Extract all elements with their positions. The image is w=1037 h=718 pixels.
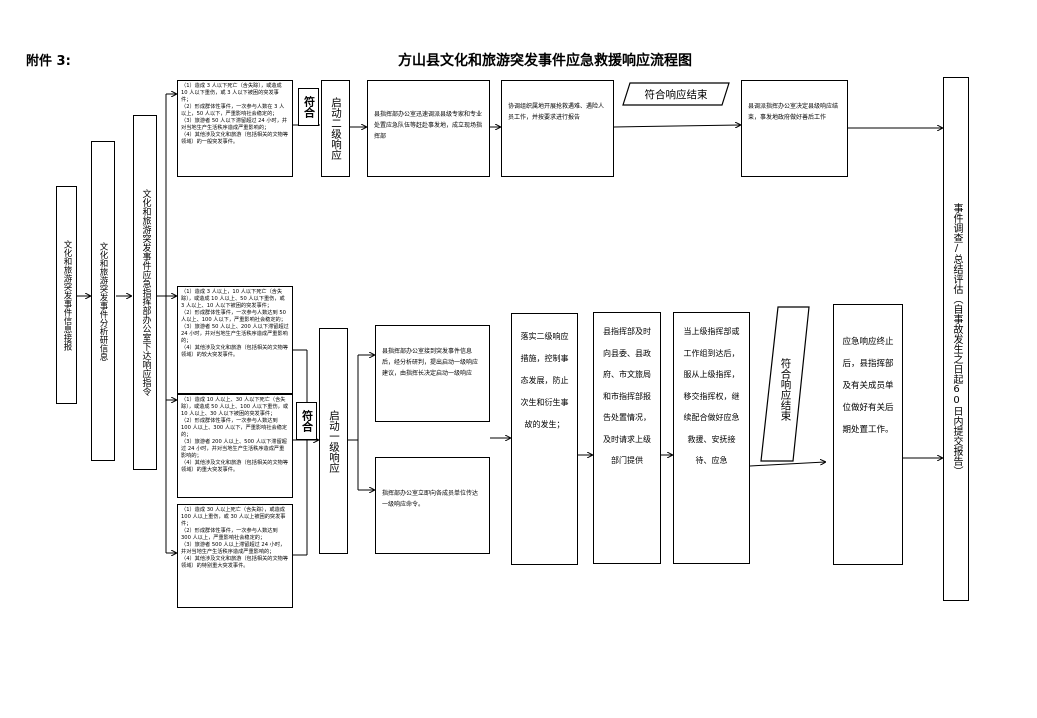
info-receive-box: 文化和旅游突发事件信息接报 xyxy=(56,186,77,404)
level2-step-end: 县调派指挥办公室决定县级响应结束，事发地政府做好善后工作 xyxy=(741,80,848,177)
level1-after-box: 应急响应终止后，县指挥部及有关成员单位做好有关后期处置工作。 xyxy=(833,304,903,565)
analysis-text: 文化和旅游突发事件分析研信息 xyxy=(98,241,108,361)
level2-end-shape xyxy=(622,82,730,106)
command-text: 文化和旅游突发事件应急指挥部办公室下达响应指令 xyxy=(140,189,151,396)
match-label-level1: 符合 xyxy=(296,402,317,440)
criteria-box-larger: （1）造成 3 人以上，10 人以下死亡（含失踪），或造成 10 人以上、50 … xyxy=(177,286,293,394)
start-level2-box: 启动二级响应 xyxy=(321,80,350,177)
info-receive-text: 文化和旅游突发事件信息接报 xyxy=(62,239,72,351)
level1-step-command: 指挥部办公室立即向各成员单位传达一级响应命令。 xyxy=(375,457,490,554)
level2-step-dispatch: 县指挥部办公室迅速调派县级专家和专业处置应急队伍等赶赴事发地，成立现场指挥部 xyxy=(367,80,490,177)
level1-step-proposal: 县指挥部办公室接到突发事件信息后，经分析研判，提出启动一级响应建议，由指挥长决定… xyxy=(375,325,490,422)
level2-step-coordinate: 协调组织属地开展抢救遇难、遇险人员工作，并按要求进行报告 xyxy=(501,80,614,177)
start-level1-box: 启动一级响应 xyxy=(319,328,348,554)
final-investigation-box: 事件调查/总结评估（自事故发生之日起60日内提交报告） xyxy=(943,77,969,601)
analysis-box: 文化和旅游突发事件分析研信息 xyxy=(91,141,115,461)
criteria-box-general: （1）造成 3 人以下死亡（含失踪），或造成 10 人以下重伤，或 3 人以下被… xyxy=(177,80,293,177)
annex-label: 附件 3: xyxy=(26,54,71,69)
level1-implement-box: 落实二级响应措施，控制事态发展，防止次生和衍生事故的发生； xyxy=(511,313,578,565)
criteria-box-extra-major: （1）造成 30 人以上死亡（含失踪），或造成 100 人以上重伤，或 30 人… xyxy=(177,504,293,608)
diagram-title: 方山县文化和旅游突发事件应急救援响应流程图 xyxy=(398,53,692,69)
level1-end-shape xyxy=(760,306,810,462)
level1-report-box: 县指挥部及时向县委、县政府、市文旅局和市指挥部报告处置情况，及时请求上级部门提供 xyxy=(593,312,661,564)
command-box: 文化和旅游突发事件应急指挥部办公室下达响应指令 xyxy=(133,115,157,470)
criteria-box-major: （1）造成 10 人以上、30 人以下死亡（含失踪），或造成 50 人以上、10… xyxy=(177,394,293,498)
level2-end-label: 符合响应结束 xyxy=(622,82,730,106)
level1-end-label: 符合响应结束 xyxy=(760,306,810,462)
match-label-level2: 符合 xyxy=(298,88,319,126)
level1-superior-box: 当上级指挥部或工作组到达后，服从上级指挥，移交指挥权，继续配合做好应急救援、安抚… xyxy=(673,312,750,564)
